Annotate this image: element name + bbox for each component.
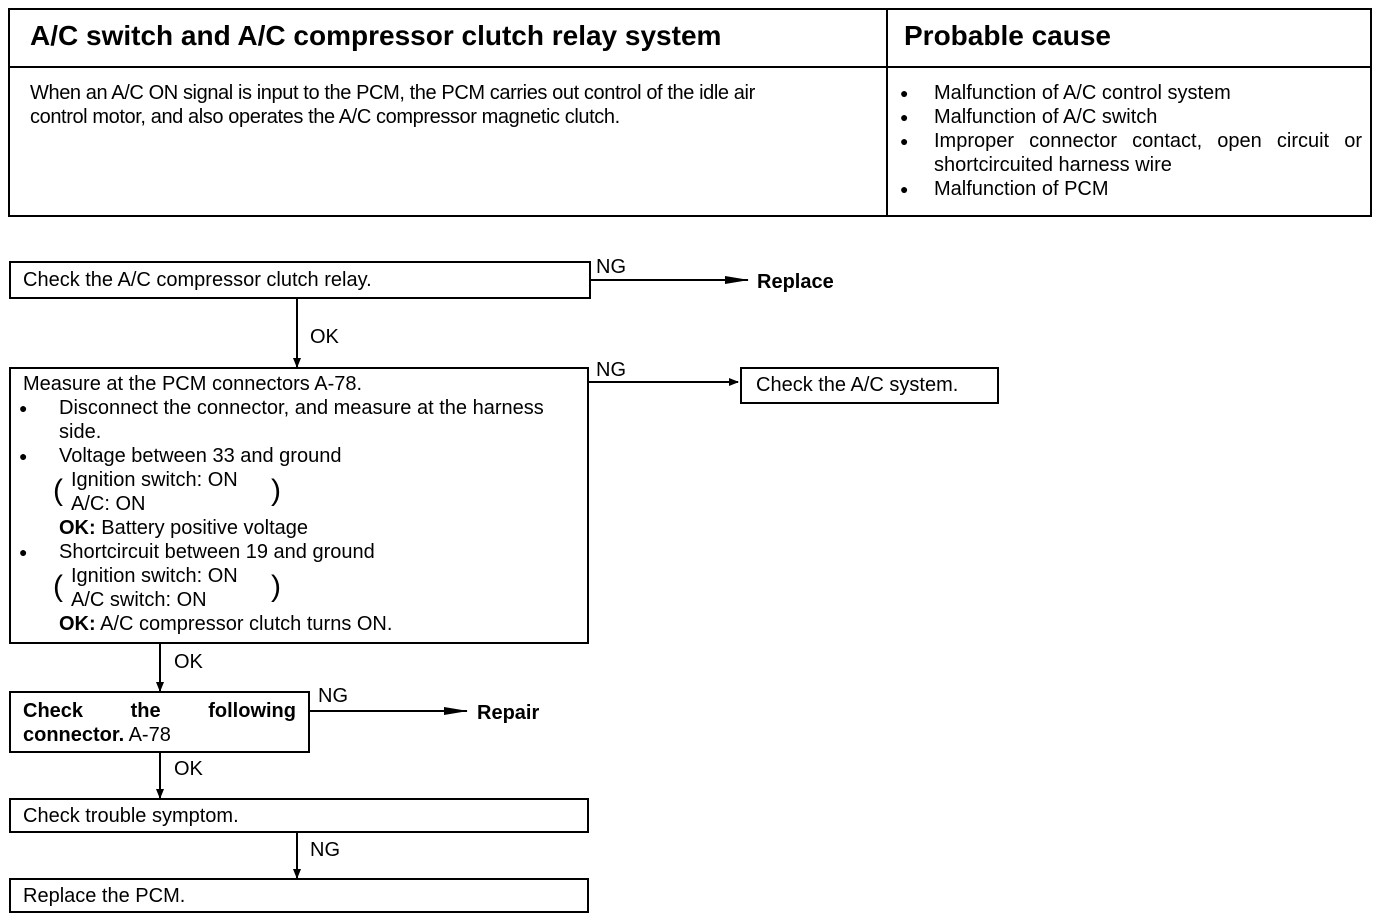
ng-label: NG	[596, 256, 626, 278]
cause-item: Malfunction of PCM	[892, 177, 1362, 201]
condition-line: A/C switch: ON	[71, 589, 207, 611]
check-symptom-text: Check trouble symptom.	[23, 805, 239, 827]
repair-result: Repair	[477, 702, 540, 724]
system-description: When an A/C ON signal is input to the PC…	[30, 82, 755, 128]
measure-steps: Disconnect the connector, and measure at…	[11, 396, 575, 636]
check-ac-system-text: Check the A/C system.	[756, 374, 959, 396]
ok-label: OK	[310, 326, 339, 348]
condition-group: ( Ignition switch: ON A/C: ON )	[53, 468, 575, 516]
check-symptom-box: Check trouble symptom.	[9, 798, 589, 833]
check-relay-text: Check the A/C compressor clutch relay.	[23, 269, 372, 291]
ok-label: OK	[174, 651, 203, 673]
measure-title: Measure at the PCM connectors A-78.	[23, 373, 363, 395]
measure-step-text: Disconnect the connector, and measure at…	[59, 397, 544, 443]
close-paren: )	[271, 474, 281, 507]
measure-step-text: Shortcircuit between 19 and ground	[59, 541, 375, 563]
check-connector-text: Check the following connector.	[23, 700, 296, 746]
ok-criterion-label: OK:	[59, 517, 96, 539]
open-paren: (	[53, 570, 63, 603]
replace-pcm-box: Replace the PCM.	[9, 878, 589, 913]
condition-group: ( Ignition switch: ON A/C switch: ON )	[53, 564, 575, 612]
ok-label: OK	[174, 758, 203, 780]
ok-criterion-label: OK:	[59, 613, 96, 635]
close-paren: )	[271, 570, 281, 603]
table-header-divider	[10, 66, 1370, 68]
measure-pcm-box: Measure at the PCM connectors A-78. Disc…	[9, 367, 589, 644]
ng-label: NG	[318, 685, 348, 707]
condition-line: Ignition switch: ON	[71, 469, 238, 491]
info-table: A/C switch and A/C compressor clutch rel…	[8, 8, 1372, 217]
ok-criterion-text: Battery positive voltage	[101, 517, 309, 539]
cause-item: Malfunction of A/C switch	[892, 105, 1362, 129]
cause-item: Malfunction of A/C control system	[892, 81, 1362, 105]
ng-label: NG	[310, 839, 340, 861]
ok-criterion-text: A/C compressor clutch turns ON.	[100, 613, 393, 635]
check-relay-box: Check the A/C compressor clutch relay.	[9, 261, 591, 299]
open-paren: (	[53, 474, 63, 507]
ok-criterion: OK: Battery positive voltage	[59, 516, 575, 540]
replace-result: Replace	[757, 271, 834, 293]
check-ac-system-box: Check the A/C system.	[740, 367, 999, 404]
measure-step: Disconnect the connector, and measure at…	[11, 396, 575, 444]
table-title: A/C switch and A/C compressor clutch rel…	[30, 20, 722, 51]
probable-cause-list: Malfunction of A/C control system Malfun…	[892, 81, 1362, 201]
replace-pcm-text: Replace the PCM.	[23, 885, 186, 907]
ok-criterion: OK: A/C compressor clutch turns ON.	[59, 612, 575, 636]
table-column-divider	[886, 10, 888, 215]
measure-step: Voltage between 33 and ground ( Ignition…	[11, 444, 575, 540]
probable-cause-heading: Probable cause	[904, 20, 1111, 51]
measure-step-text: Voltage between 33 and ground	[59, 445, 342, 467]
measure-step: Shortcircuit between 19 and ground ( Ign…	[11, 540, 575, 636]
condition-line: Ignition switch: ON	[71, 565, 238, 587]
connector-id: A-78	[128, 724, 171, 746]
condition-line: A/C: ON	[71, 493, 146, 515]
cause-item: Improper connector contact, open circuit…	[892, 129, 1362, 177]
check-connector-box: Check the following connector. A-78	[9, 691, 310, 753]
ng-label: NG	[596, 359, 626, 381]
